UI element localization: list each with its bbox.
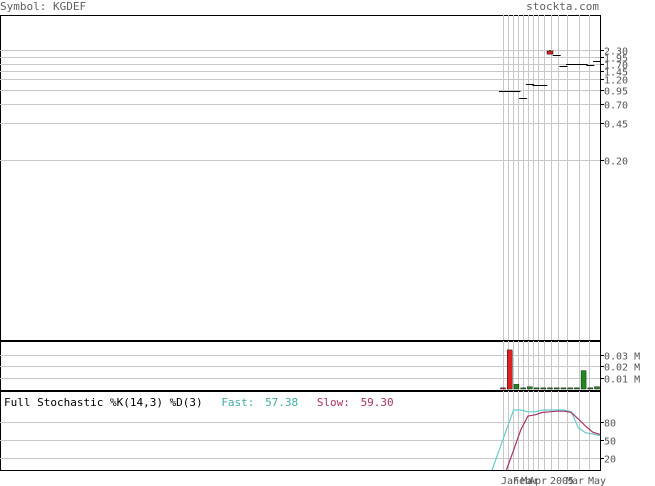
stochastic-tick-label: 20 [604, 455, 616, 466]
stochastic-line-slow [505, 410, 601, 471]
stochastic-frame [0, 391, 601, 471]
volume-bar [527, 386, 533, 390]
x-tick-label: May [588, 476, 606, 486]
x-tick-label: 2005 [550, 476, 574, 486]
volume-bar [554, 387, 560, 390]
price-tick-label: 1.45 [604, 68, 628, 79]
price-panel: 2.301.951.701.451.200.95 0.70 0.45 0.20 [0, 15, 628, 341]
x-tick-label: Jan [501, 476, 519, 486]
stochastic-panel: Full Stochastic %K(14,3) %D(3) Fast: 57.… [0, 391, 616, 471]
price-frame [0, 15, 601, 341]
stochastic-title: Full Stochastic %K(14,3) %D(3) Fast: 57.… [4, 396, 394, 409]
volume-bar [500, 387, 506, 390]
symbol-value: KGDEF [52, 0, 87, 13]
volume-bar [533, 387, 540, 390]
price-tick-label: 2.30 [604, 47, 628, 58]
volume-bar [520, 387, 526, 390]
price-tick-label: 0.45 [604, 120, 628, 131]
x-tick-label: Mar [566, 476, 584, 486]
volume-tick-label: 0.03 M [604, 352, 640, 363]
stochastic-line-fast [491, 409, 601, 471]
price-tick-label: 0.95 [604, 87, 628, 98]
volume-bar [560, 387, 567, 390]
volume-tick-label: 0.01 M [604, 375, 640, 386]
price-candle [546, 50, 554, 55]
price-tick-label: 0.70 [604, 101, 628, 112]
site-name: stockta.com [526, 0, 599, 13]
fast-label: Fast: [221, 396, 254, 409]
volume-bar [587, 387, 593, 390]
price-tick-label: 1.20 [604, 76, 628, 87]
slow-label: Slow: [317, 396, 350, 409]
x-tick-label: Feb [513, 476, 531, 486]
volume-panel: 0.03 M0.02 M0.01 M [0, 341, 640, 391]
price-tick-label: 0.20 [604, 157, 628, 168]
volume-bar [507, 349, 513, 390]
price-tick-label: 1.95 [604, 54, 628, 65]
volume-bar [513, 384, 520, 390]
volume-bar [574, 387, 580, 390]
stochastic-title-text: Full Stochastic %K(14,3) %D(3) [4, 396, 203, 409]
price-tick-label: 1.70 [604, 61, 628, 72]
x-tick-label: Apr [529, 476, 547, 486]
volume-bar [540, 387, 546, 390]
x-tick-label: Mar [521, 476, 539, 486]
fast-value: 57.38 [265, 396, 298, 409]
volume-bar [580, 370, 587, 390]
stochastic-tick-label: 80 [604, 419, 616, 430]
symbol-label: Symbol: [0, 0, 47, 13]
volume-bar [547, 387, 553, 390]
volume-tick-label: 0.02 M [604, 363, 640, 374]
volume-bar [594, 386, 600, 390]
stochastic-tick-label: 50 [604, 437, 616, 448]
volume-bar [567, 387, 573, 390]
slow-value: 59.30 [361, 396, 394, 409]
symbol-header: Symbol: KGDEF [0, 0, 86, 13]
